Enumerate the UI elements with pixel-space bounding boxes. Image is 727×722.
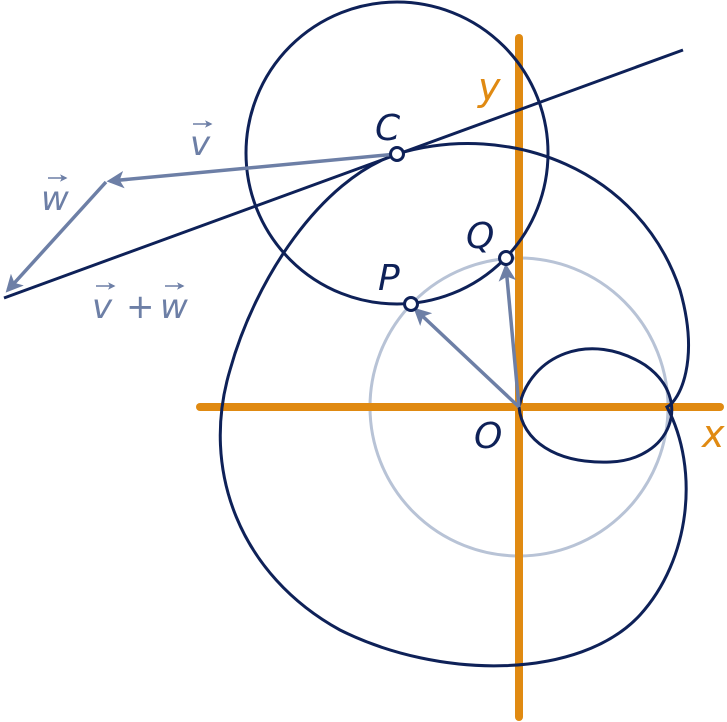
point-c-label: C	[375, 108, 401, 149]
vector-oq	[498, 263, 521, 408]
x-axis-label: x	[701, 412, 725, 456]
svg-text:v: v	[92, 287, 113, 327]
vector-op	[413, 307, 521, 409]
svg-text:w: w	[41, 179, 69, 219]
vector-v	[106, 152, 398, 189]
origin-label: O	[474, 416, 502, 457]
point-p-marker	[403, 296, 419, 312]
svg-text:v: v	[190, 124, 211, 164]
vector-v-label: v	[190, 120, 213, 164]
point-q-label: Q	[466, 216, 494, 257]
vector-w-label: w	[41, 174, 69, 219]
svg-text:w: w	[160, 287, 188, 327]
vector-sum-label: v + w	[92, 282, 188, 327]
outer-curve	[218, 142, 690, 668]
tangent-line	[3, 48, 684, 300]
vector-w	[5, 180, 108, 293]
y-axis-label: y	[477, 65, 501, 109]
point-q-marker	[498, 250, 514, 266]
point-c-marker	[389, 146, 405, 162]
upper-circle	[244, 0, 550, 306]
point-p-label: P	[378, 258, 400, 299]
svg-text:+: +	[126, 287, 155, 327]
